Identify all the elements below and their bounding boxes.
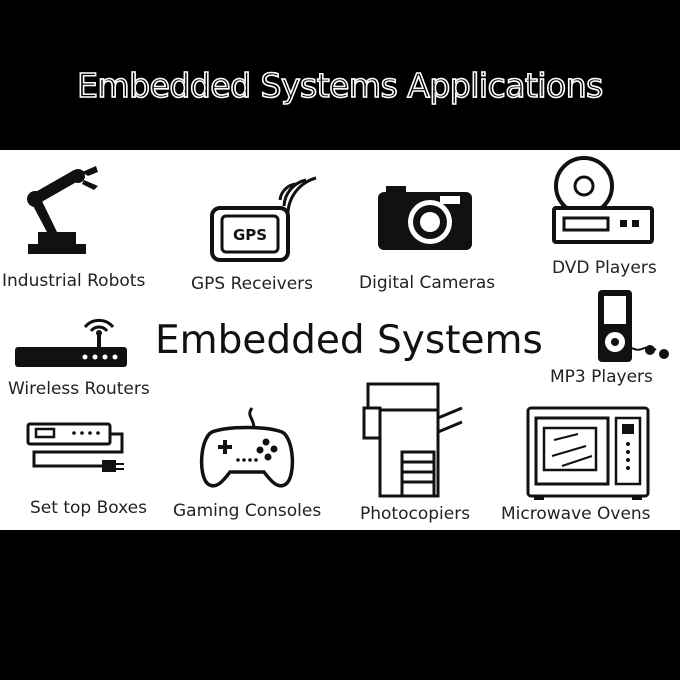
label-wireless-routers: Wireless Routers: [8, 379, 150, 399]
gps-icon-text: GPS: [233, 226, 267, 244]
microwave-icon: [526, 406, 650, 500]
applications-panel: Industrial Robots GPS GPS Receivers Digi…: [0, 150, 680, 530]
robot-arm-icon: [27, 166, 98, 254]
set-top-box-icon: [26, 422, 124, 472]
photocopier-icon: [362, 382, 463, 498]
page-title: Embedded Systems Applications: [76, 65, 604, 106]
camera-icon: [378, 186, 472, 250]
router-icon: [15, 318, 127, 367]
label-gaming-consoles: Gaming Consoles: [173, 501, 322, 521]
label-digital-cameras: Digital Cameras: [359, 273, 496, 293]
center-label: Embedded Systems: [155, 318, 543, 363]
label-set-top-boxes: Set top Boxes: [30, 498, 147, 518]
gamepad-icon: [199, 407, 295, 488]
label-photocopiers: Photocopiers: [360, 504, 471, 524]
label-microwave-ovens: Microwave Ovens: [501, 504, 651, 524]
gps-device-icon: GPS: [210, 176, 317, 262]
label-mp3-players: MP3 Players: [550, 367, 653, 387]
dvd-player-icon: [552, 156, 654, 244]
label-gps-receivers: GPS Receivers: [191, 274, 314, 294]
label-industrial-robots: Industrial Robots: [2, 271, 146, 291]
label-dvd-players: DVD Players: [552, 258, 657, 278]
mp3-player-icon: [598, 290, 669, 362]
